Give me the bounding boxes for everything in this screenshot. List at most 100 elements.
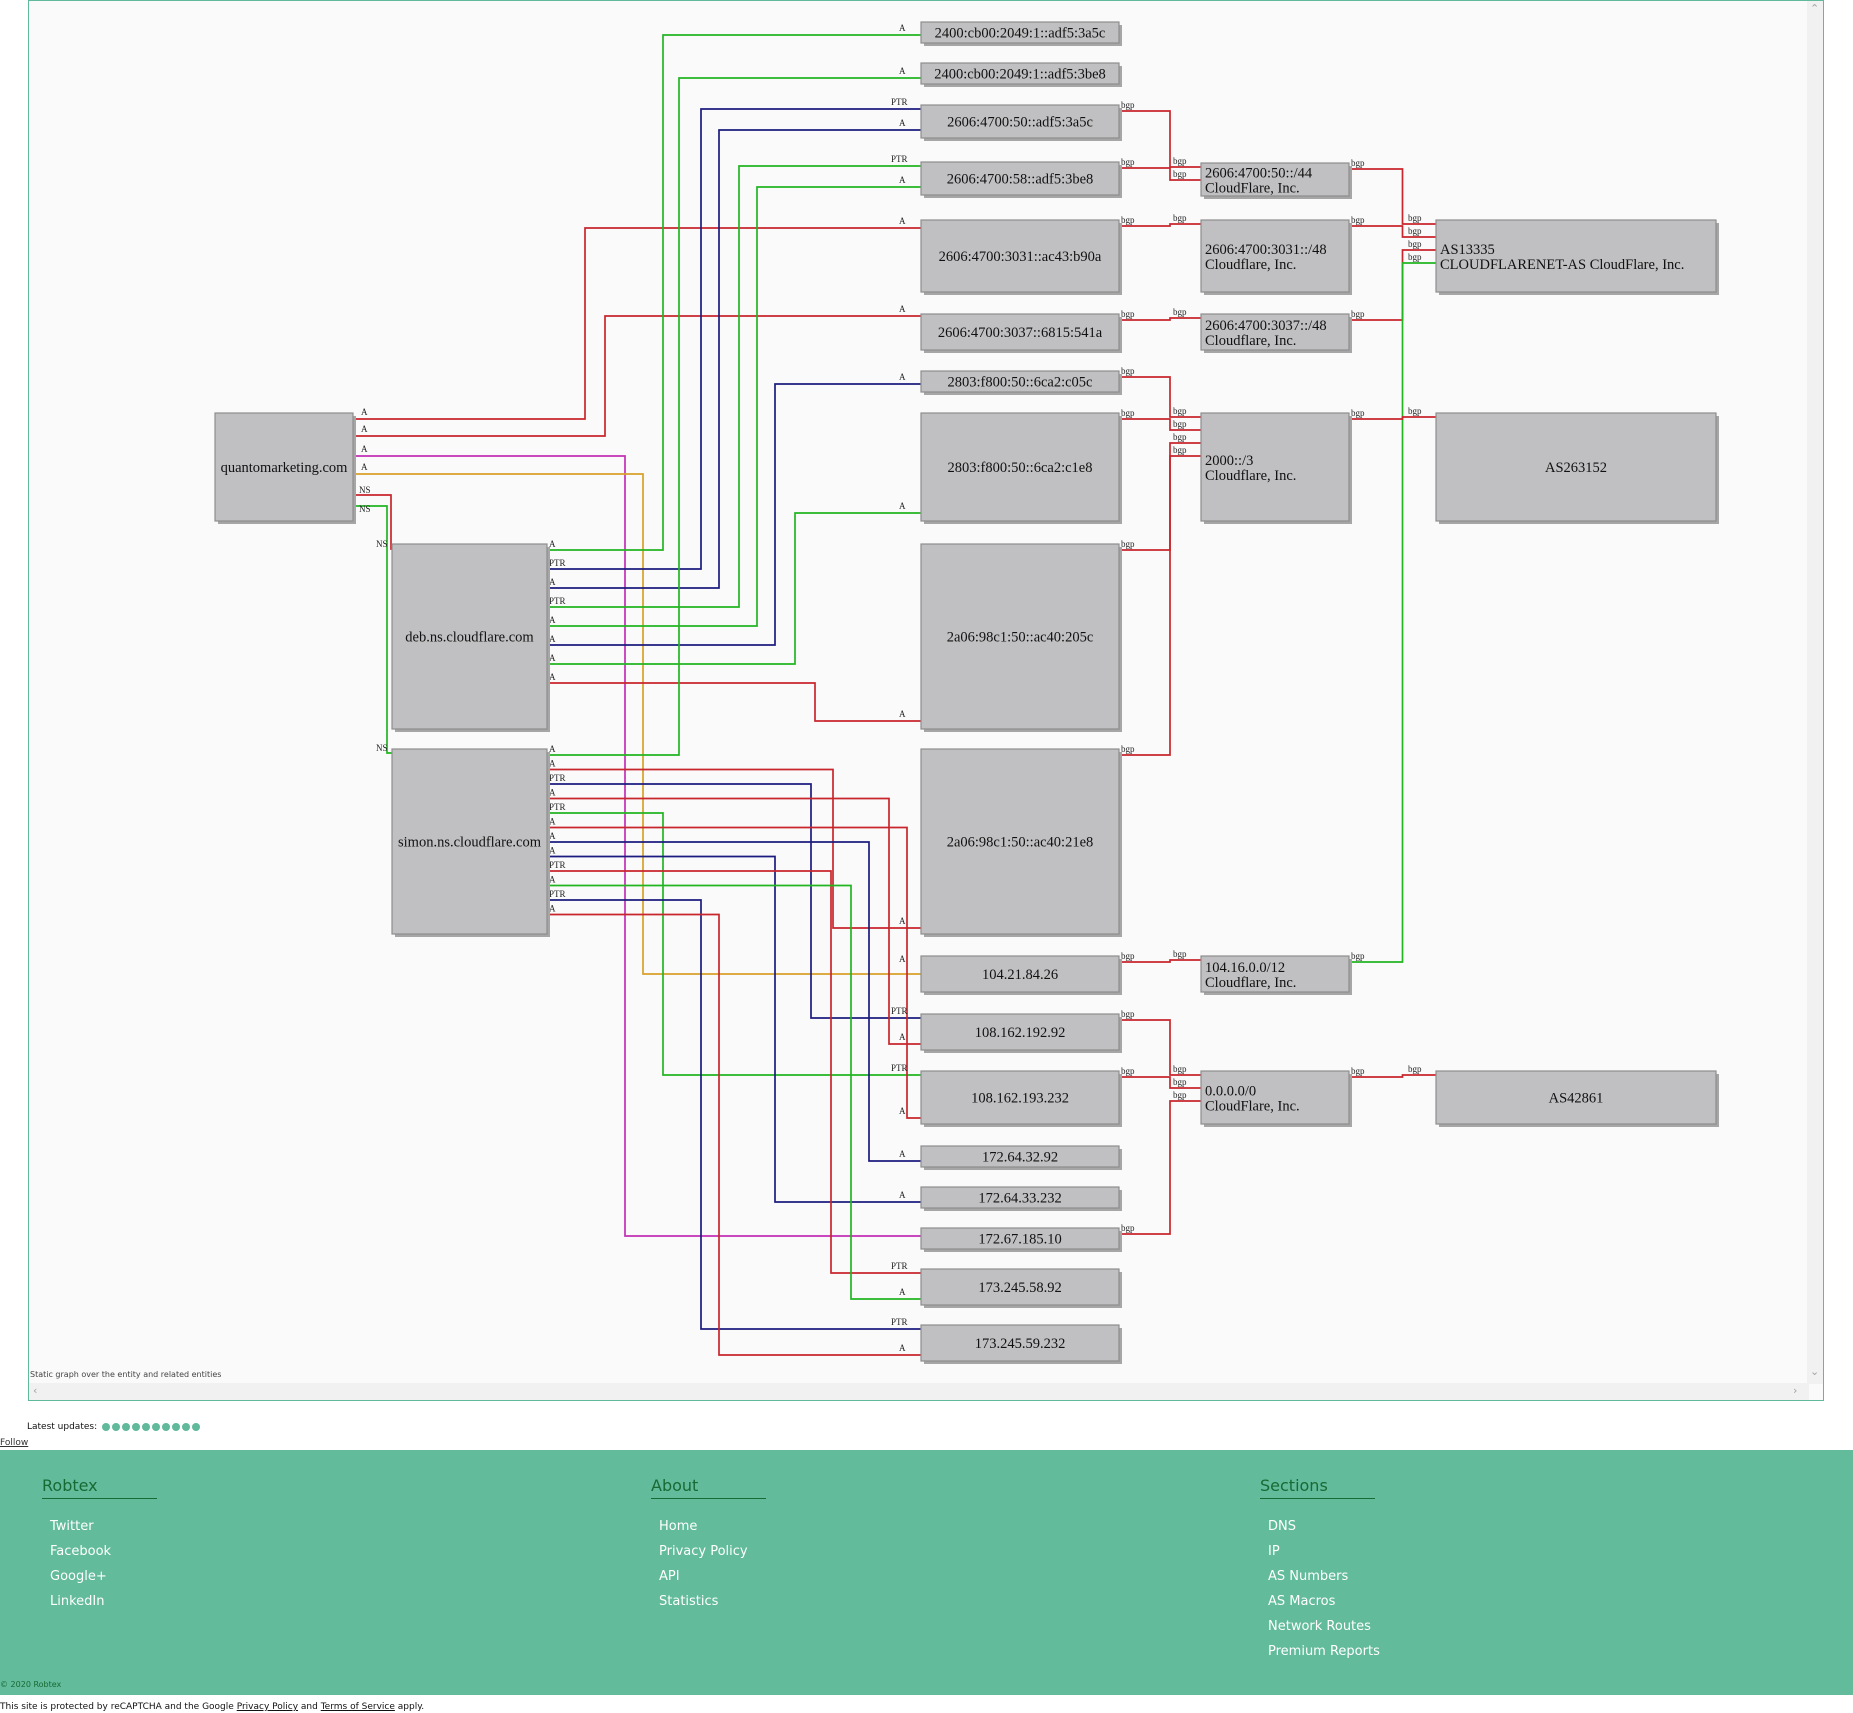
edge-label-bgp: bgp	[1121, 744, 1135, 754]
graph-node-as2[interactable]: AS263152	[1435, 412, 1719, 524]
footer-link-dns[interactable]: DNS	[1268, 1519, 1296, 1534]
footer-link-home[interactable]: Home	[659, 1519, 698, 1534]
recaptcha-text: and	[300, 1702, 318, 1712]
graph-node-ip15[interactable]: 172.64.33.232	[920, 1186, 1122, 1211]
edge-label-a: A	[549, 788, 556, 798]
update-dot[interactable]	[151, 1422, 160, 1431]
footer-link-network-routes[interactable]: Network Routes	[1268, 1619, 1371, 1634]
scroll-left-icon[interactable]: ‹	[33, 1384, 38, 1397]
update-indicators[interactable]	[100, 1422, 200, 1432]
graph-node-ip16[interactable]: 172.67.185.10	[920, 1227, 1122, 1252]
graph-node-ip12[interactable]: 108.162.192.92	[920, 1013, 1122, 1053]
edge-a-record	[547, 383, 921, 646]
edge-label-bgp: bgp	[1173, 169, 1187, 179]
graph-node-ip7[interactable]: 2803:f800:50::6ca2:c05c	[920, 370, 1122, 395]
node-box	[1200, 162, 1350, 197]
footer-link-privacy[interactable]: Privacy Policy	[659, 1544, 748, 1559]
edge-label-ns: NS	[359, 485, 371, 495]
graph-node-quanto[interactable]: quantomarketing.com	[214, 412, 356, 524]
footer-col-robtex: Robtex Twitter Facebook Google+ LinkedIn	[42, 1476, 157, 1619]
graph-node-ip18[interactable]: 173.245.59.232	[920, 1324, 1122, 1364]
graph-node-ip17[interactable]: 173.245.58.92	[920, 1268, 1122, 1308]
graph-node-ip6[interactable]: 2606:4700:3037::6815:541a	[920, 313, 1122, 353]
footer-link-twitter[interactable]: Twitter	[50, 1519, 94, 1534]
edge-ptr-record	[547, 870, 921, 1274]
node-label: 2803:f800:50::6ca2:c1e8	[948, 460, 1093, 476]
graph-node-ip8[interactable]: 2803:f800:50::6ca2:c1e8	[920, 412, 1122, 524]
edge-label-bgp: bgp	[1173, 432, 1187, 442]
edge-a-record	[547, 797, 921, 1045]
edge-label-bgp: bgp	[1121, 1223, 1135, 1233]
graph-node-ip10[interactable]: 2a06:98c1:50::ac40:21e8	[920, 748, 1122, 937]
scroll-down-icon[interactable]: ⌄	[1810, 1365, 1820, 1378]
scroll-up-icon[interactable]: ⌃	[1810, 2, 1820, 15]
update-dot[interactable]	[181, 1422, 190, 1431]
follow-link[interactable]: Follow	[0, 1438, 29, 1448]
graph-node-ip13[interactable]: 108.162.193.232	[920, 1070, 1122, 1127]
edge-a-record	[353, 227, 921, 420]
privacy-policy-link[interactable]: Privacy Policy	[236, 1702, 299, 1712]
edge-label-bgp: bgp	[1351, 408, 1365, 418]
footer-link-as-numbers[interactable]: AS Numbers	[1268, 1569, 1349, 1584]
node-box	[920, 1227, 1120, 1250]
update-dot[interactable]	[101, 1422, 110, 1431]
node-box	[920, 1013, 1120, 1051]
edge-label-bgp: bgp	[1408, 252, 1422, 262]
graph-node-ip9[interactable]: 2a06:98c1:50::ac40:205c	[920, 543, 1122, 732]
vertical-scrollbar[interactable]: ⌃ ⌄	[1807, 1, 1823, 1384]
footer-link-facebook[interactable]: Facebook	[50, 1544, 112, 1559]
update-dot[interactable]	[161, 1422, 170, 1431]
footer-link-linkedin[interactable]: LinkedIn	[50, 1594, 105, 1609]
edge-bgp	[1119, 455, 1201, 756]
node-label: 108.162.192.92	[975, 1025, 1066, 1041]
edge-label-bgp: bgp	[1173, 445, 1187, 455]
update-dot[interactable]	[121, 1422, 130, 1431]
edge-ptr-record	[547, 899, 921, 1330]
graph-node-deb[interactable]: deb.ns.cloudflare.com	[391, 543, 550, 732]
edge-label-a: A	[549, 846, 556, 856]
terms-link[interactable]: Terms of Service	[320, 1702, 395, 1712]
edge-label-bgp: bgp	[1121, 309, 1135, 319]
update-dot[interactable]	[131, 1422, 140, 1431]
edge-a-record	[547, 512, 921, 665]
edge-label-ns: NS	[359, 504, 371, 514]
graph-node-ip3[interactable]: 2606:4700:50::adf5:3a5c	[920, 104, 1122, 141]
edge-label-ptr: PTR	[549, 596, 566, 606]
update-dot[interactable]	[191, 1422, 200, 1431]
graph-node-ip1[interactable]: 2400:cb00:2049:1::adf5:3a5c	[920, 21, 1122, 46]
edge-label-ptr: PTR	[891, 1261, 908, 1271]
graph-node-ip14[interactable]: 172.64.32.92	[920, 1145, 1122, 1170]
footer-link-as-macros[interactable]: AS Macros	[1268, 1594, 1336, 1609]
graph-node-ip11[interactable]: 104.21.84.26	[920, 955, 1122, 995]
footer-link-premium-reports[interactable]: Premium Reports	[1268, 1644, 1380, 1659]
horizontal-scrollbar[interactable]: ‹ ›	[29, 1383, 1809, 1400]
graph-node-ip5[interactable]: 2606:4700:3031::ac43:b90a	[920, 219, 1122, 295]
footer-link-statistics[interactable]: Statistics	[659, 1594, 719, 1609]
node-box	[1435, 1070, 1717, 1125]
update-dot[interactable]	[111, 1422, 120, 1431]
graph-node-ip2[interactable]: 2400:cb00:2049:1::adf5:3be8	[920, 62, 1122, 87]
edge-bgp	[1349, 1074, 1436, 1078]
graph-node-as3[interactable]: AS42861	[1435, 1070, 1719, 1127]
graph-edges	[353, 34, 1436, 1356]
edge-label-a: A	[549, 831, 556, 841]
footer-link-googleplus[interactable]: Google+	[50, 1569, 107, 1584]
graph-node-ip4[interactable]: 2606:4700:58::adf5:3be8	[920, 161, 1122, 198]
update-dot[interactable]	[171, 1422, 180, 1431]
scroll-right-icon[interactable]: ›	[1793, 1384, 1798, 1397]
node-label: 2606:4700:3037::/48	[1205, 318, 1327, 334]
footer-link-api[interactable]: API	[659, 1569, 680, 1584]
edge-a-record	[547, 34, 921, 551]
footer-link-ip[interactable]: IP	[1268, 1544, 1280, 1559]
node-label: AS13335	[1440, 242, 1495, 258]
update-dot[interactable]	[141, 1422, 150, 1431]
graph-node-simon[interactable]: simon.ns.cloudflare.com	[391, 748, 550, 937]
